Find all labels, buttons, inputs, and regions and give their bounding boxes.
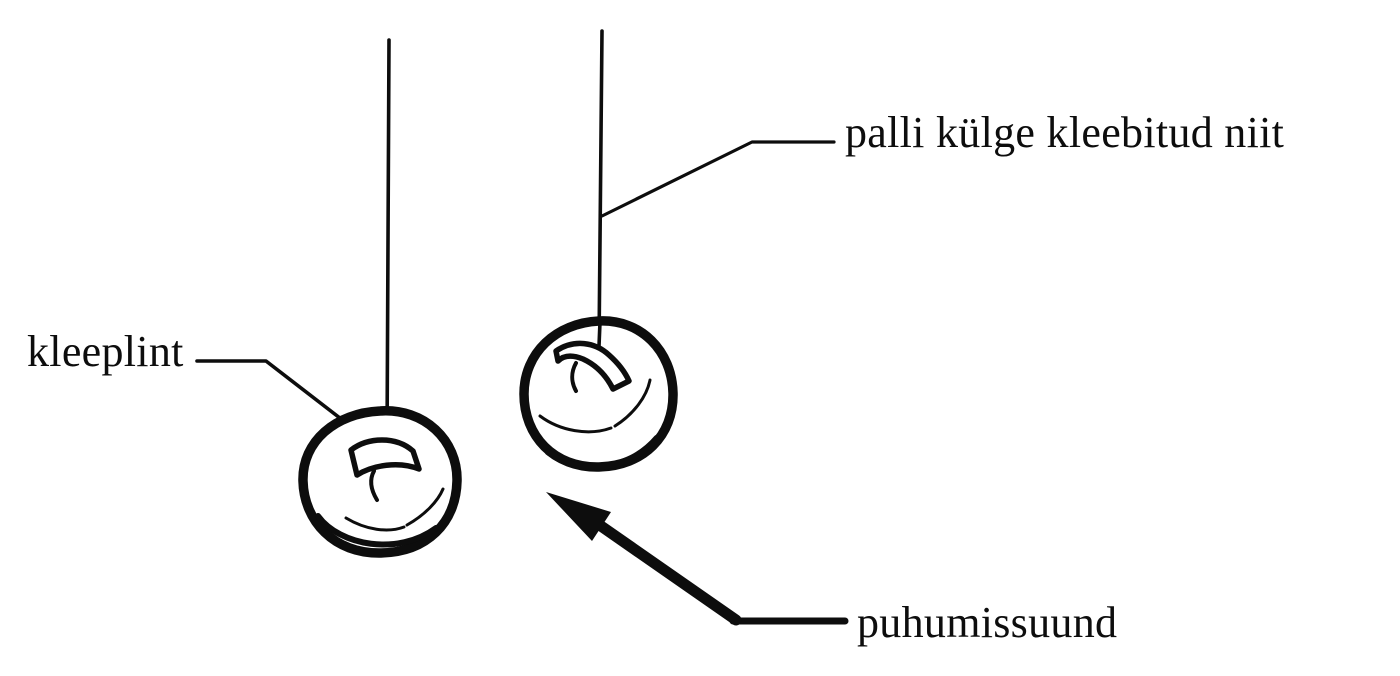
tape-piece-right	[553, 340, 632, 392]
tape-piece-left-tail	[369, 469, 379, 502]
ball-left-highlight-arc-2	[405, 487, 445, 527]
ball-right	[519, 316, 678, 472]
ball-left-bottom-sketch-stroke	[315, 513, 439, 548]
ball-left	[298, 406, 462, 558]
blow-arrow-shaft	[572, 504, 742, 626]
tape-piece-left	[348, 437, 422, 478]
thread-right	[597, 29, 604, 348]
label-tape: kleeplint	[27, 327, 184, 376]
label-blow-direction: puhumissuund	[857, 598, 1118, 647]
label-thread: palli külge kleebitud niit	[845, 108, 1285, 157]
ball-right-highlight-arc	[538, 414, 613, 434]
tape-piece-right-tail	[570, 361, 578, 393]
thread-left	[385, 38, 391, 446]
ball-left-highlight-arc	[344, 516, 406, 532]
ball-right-bottom-sketch-stroke	[544, 434, 661, 471]
ball-right-highlight-arc-2	[613, 378, 652, 428]
blow-direction-arrow	[546, 492, 849, 626]
leader-line-tape-label	[195, 359, 360, 434]
leader-line-thread-label	[600, 140, 836, 218]
thread-right-inside-ball	[597, 320, 602, 348]
blow-arrowhead	[546, 492, 611, 541]
